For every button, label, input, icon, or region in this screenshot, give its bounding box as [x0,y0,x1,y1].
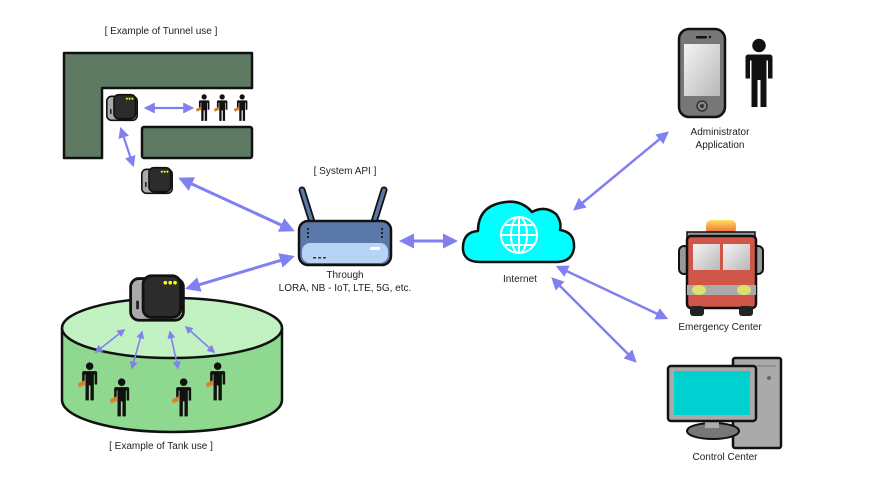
fire-truck-icon [678,220,764,316]
desktop-computer-icon [666,356,783,450]
worker-icon [214,94,228,121]
arrow-tunnel-sensor-to-gateway [178,177,295,232]
arrow-internet-to-control [551,277,637,363]
admin-label-line2: Application [695,140,745,151]
tunnel-sensor-2-icon [141,166,173,195]
admin-app-node [677,27,773,119]
through-label: Through [326,270,364,281]
internet-label: Internet [503,274,537,285]
tunnel-wall-outer [62,51,254,160]
control-center-label: Control Center [692,452,758,463]
arrow-tunnel-sensor-1-to-2 [118,126,136,168]
tunnel-example [62,51,254,195]
gateway-router [297,186,393,267]
tunnel-wall-inner [140,125,254,160]
internet-cloud [461,200,576,264]
system-api-label: [ System API ] [313,166,377,177]
arrow-tank-worker-4 [184,325,216,354]
arrow-tank-worker-2 [129,330,145,370]
worker-icon [196,94,210,121]
tank-caption: [ Example of Tank use ] [109,441,213,452]
arrow-tank-worker-3 [167,330,181,370]
admin-label-line1: Administrator [690,127,750,138]
protocols-label: LORA, NB - IoT, LTE, 5G, etc. [278,283,412,294]
arrow-internet-to-emergency [555,265,669,320]
globe-icon [500,216,538,254]
worker-icon [234,94,248,121]
connection-arrows [94,102,669,370]
arrow-tank-sensor-to-gateway [185,253,295,292]
administrator-person-icon [745,38,773,107]
tank-sensor-icon [129,274,185,322]
tunnel-caption: [ Example of Tunnel use ] [104,26,218,37]
tunnel-sensor-1-icon [106,93,138,122]
emergency-center-label: Emergency Center [678,322,762,333]
arrow-internet-to-admin [573,131,669,211]
tank-example [60,274,284,434]
arrow-tank-worker-1 [94,329,126,353]
